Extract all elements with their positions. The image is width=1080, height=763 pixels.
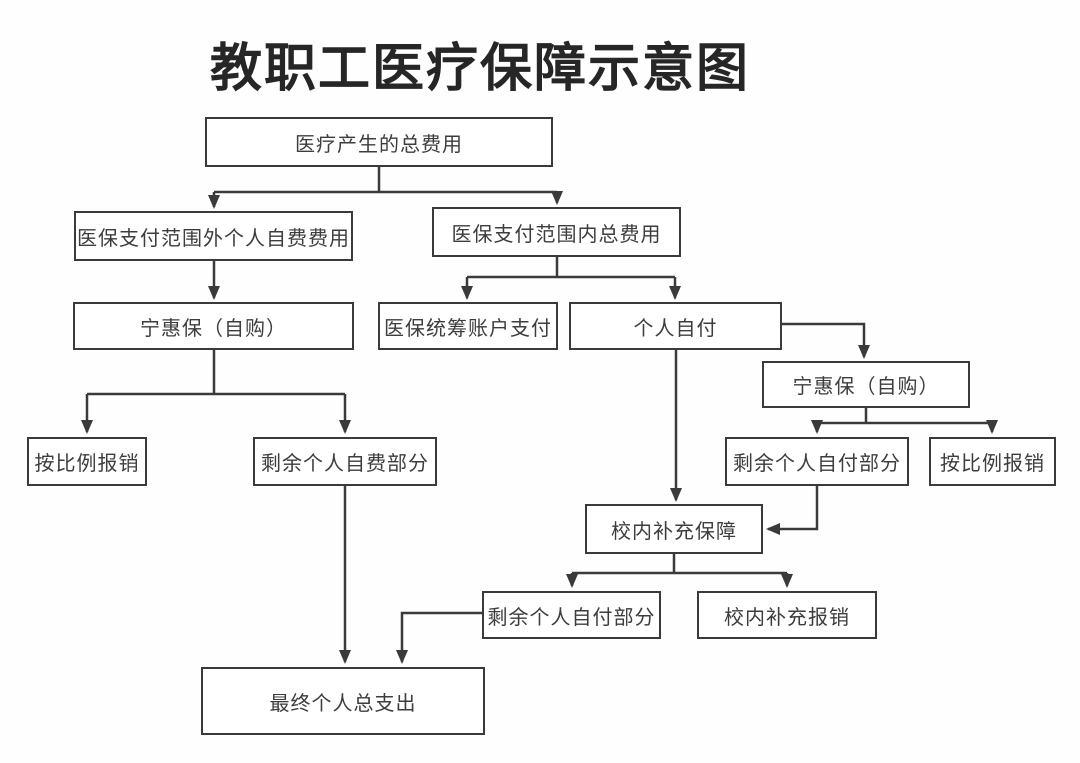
node-total-cost-label: 医疗产生的总费用	[295, 133, 463, 156]
node-ninghuibao-right: 宁惠保（自购）	[762, 361, 970, 408]
edge-remaining-right-school	[766, 486, 819, 535]
node-school-supplement-label: 校内补充保障	[611, 520, 737, 543]
node-remaining-selfpay-bottom: 剩余个人自付部分	[482, 591, 661, 639]
node-remaining-selfpay-right-label: 剩余个人自付部分	[733, 453, 901, 475]
node-ratio-reimburse-right: 按比例报销	[929, 437, 1056, 486]
node-ratio-reimburse-left-label: 按比例报销	[34, 453, 140, 475]
node-ninghuibao-left-label: 宁惠保（自购）	[140, 317, 287, 340]
node-outside-coverage-label: 医保支付范围外个人自费费用	[77, 227, 350, 250]
node-final-total-label: 最终个人总支出	[269, 692, 417, 715]
node-remaining-selfpay-right: 剩余个人自付部分	[725, 437, 909, 486]
node-ratio-reimburse-right-label: 按比例报销	[940, 453, 1045, 475]
node-school-reimburse-label: 校内补充报销	[724, 606, 850, 629]
node-remaining-selffee: 剩余个人自费部分	[253, 437, 437, 486]
node-ninghuibao-left: 宁惠保（自购）	[73, 302, 354, 350]
node-school-supplement: 校内补充保障	[585, 504, 763, 554]
node-self-pay: 个人自付	[569, 302, 782, 350]
node-ninghuibao-right-label: 宁惠保（自购）	[792, 376, 940, 398]
edge-remaining-bottom-final	[396, 611, 482, 664]
edge-selfpay-ninghuibao-right	[782, 322, 870, 359]
node-ratio-reimburse-left: 按比例报销	[27, 437, 147, 486]
node-remaining-selffee-label: 剩余个人自费部分	[261, 453, 429, 475]
node-final-total: 最终个人总支出	[201, 667, 485, 735]
node-total-cost: 医疗产生的总费用	[205, 117, 553, 167]
node-pooled-account: 医保统筹账户支付	[378, 302, 558, 350]
node-outside-coverage: 医保支付范围外个人自费费用	[74, 211, 353, 261]
node-self-pay-label: 个人自付	[633, 317, 718, 340]
page-title: 教职工医疗保障示意图	[209, 40, 750, 98]
node-inside-coverage-label: 医保支付范围内总费用	[451, 223, 662, 246]
node-pooled-account-label: 医保统筹账户支付	[384, 317, 552, 340]
node-inside-coverage: 医保支付范围内总费用	[432, 207, 681, 257]
node-school-reimburse: 校内补充报销	[697, 591, 877, 639]
node-remaining-selfpay-bottom-label: 剩余个人自付部分	[487, 606, 656, 629]
